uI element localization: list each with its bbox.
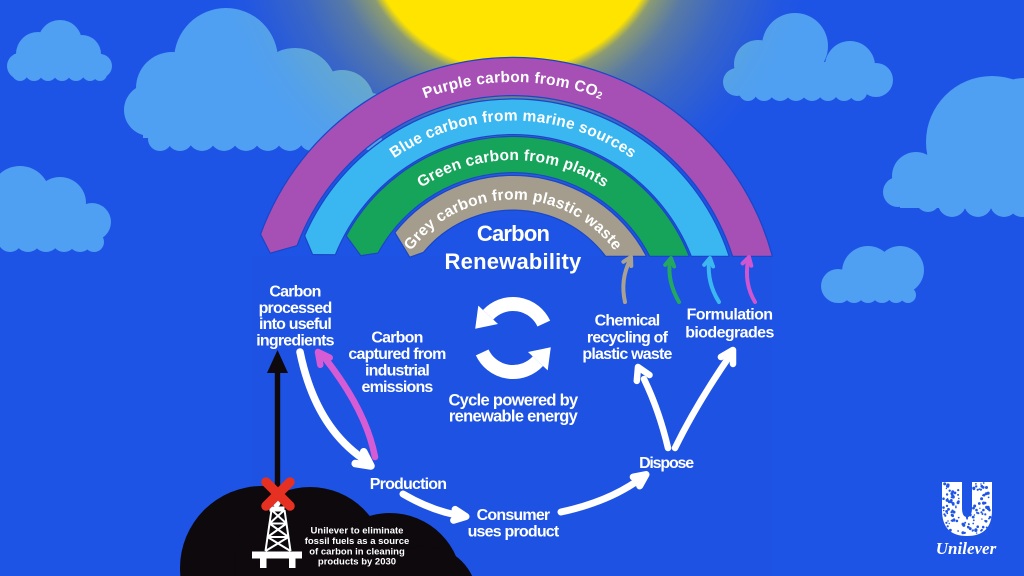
svg-text:emissions: emissions [361, 379, 433, 396]
svg-text:processed: processed [259, 300, 332, 317]
svg-text:fossil fuels as a source: fossil fuels as a source [305, 536, 410, 547]
svg-text:plastic waste: plastic waste [582, 346, 672, 363]
svg-text:renewable energy: renewable energy [449, 408, 579, 426]
svg-text:products by 2030: products by 2030 [318, 557, 396, 568]
svg-text:Formulation: Formulation [687, 307, 773, 324]
svg-text:Carbon: Carbon [477, 221, 550, 246]
svg-text:Carbon: Carbon [371, 330, 422, 347]
svg-text:Chemical: Chemical [595, 313, 660, 330]
svg-text:into useful: into useful [259, 316, 331, 333]
svg-text:Unilever: Unilever [936, 539, 997, 558]
svg-text:Renewability: Renewability [445, 249, 582, 274]
svg-text:Cycle powered by: Cycle powered by [448, 392, 579, 410]
svg-text:ingredients: ingredients [256, 332, 334, 349]
svg-text:Dispose: Dispose [639, 455, 694, 472]
svg-text:uses product: uses product [468, 524, 560, 541]
svg-text:recycling of: recycling of [587, 329, 669, 346]
svg-text:Production: Production [370, 476, 446, 493]
svg-text:Consumer: Consumer [477, 507, 550, 524]
svg-text:captured from: captured from [348, 346, 446, 363]
svg-text:industrial: industrial [365, 363, 429, 380]
svg-text:Unilever to eliminate: Unilever to eliminate [311, 526, 404, 537]
svg-text:Carbon: Carbon [269, 284, 320, 301]
svg-text:biodegrades: biodegrades [685, 324, 774, 341]
svg-text:of carbon in cleaning: of carbon in cleaning [309, 546, 405, 557]
